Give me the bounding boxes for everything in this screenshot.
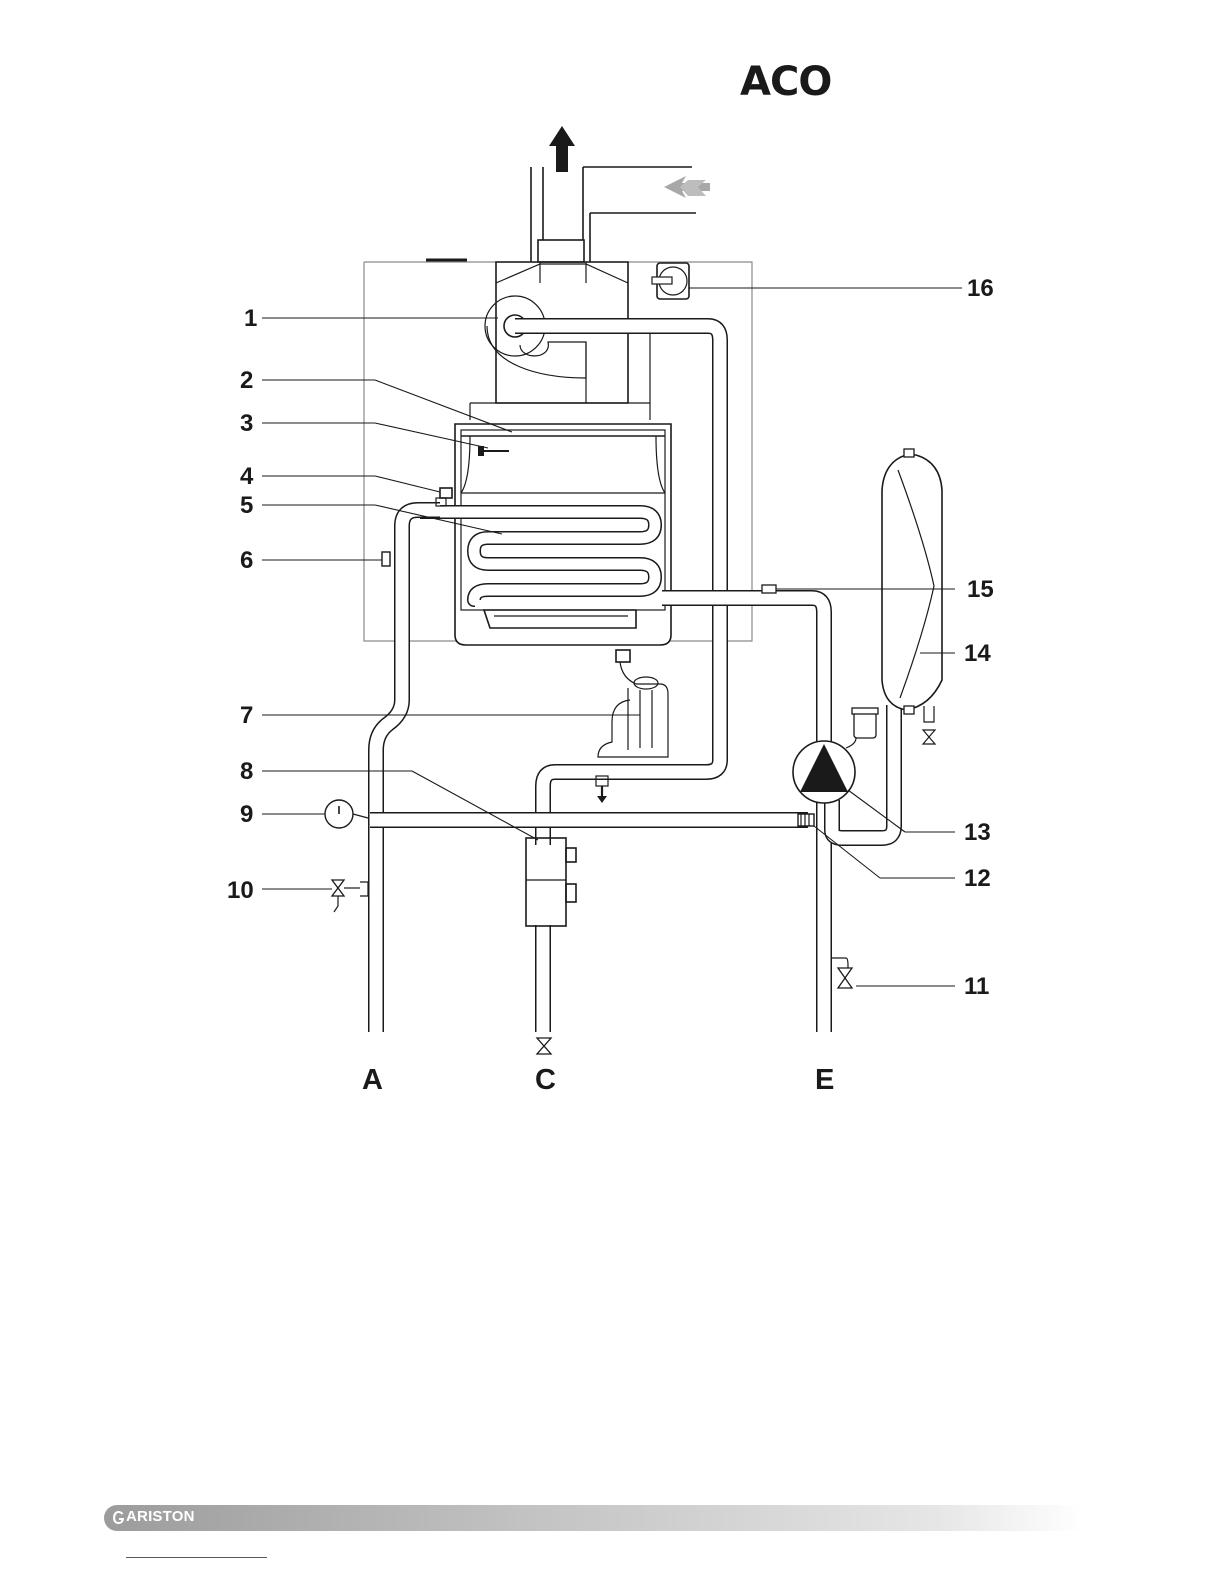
condensate-siphon — [596, 650, 668, 803]
relief-valve — [798, 814, 814, 826]
callout-15: 15 — [967, 576, 994, 603]
fan-housing — [470, 262, 650, 420]
callout-12: 12 — [964, 865, 991, 892]
connection-e-label: E — [815, 1064, 834, 1096]
temperature-sensor — [762, 585, 776, 593]
callout-6: 6 — [240, 547, 253, 574]
callout-3: 3 — [240, 410, 253, 437]
footer-rule — [126, 1557, 267, 1558]
diverter-valve — [526, 838, 576, 926]
callout-11: 11 — [964, 973, 989, 1000]
valve-icon — [332, 880, 368, 912]
up-arrow-icon — [549, 126, 575, 172]
pipework — [370, 326, 894, 1032]
callout-10: 10 — [227, 877, 254, 904]
callout-8: 8 — [240, 758, 253, 785]
callout-13: 13 — [964, 819, 991, 846]
callout-9: 9 — [240, 801, 253, 828]
callout-7: 7 — [240, 702, 253, 729]
callout-5: 5 — [240, 492, 253, 519]
drain-valve-11 — [832, 958, 852, 988]
flame-electrode — [478, 446, 509, 456]
callout-2: 2 — [240, 367, 253, 394]
callout-labels: 1 2 3 4 5 6 7 8 9 10 11 12 13 14 15 16 — [227, 275, 994, 1000]
connection-a-label: A — [362, 1064, 383, 1096]
brand-bar — [104, 1505, 1084, 1531]
callout-16: 16 — [967, 275, 994, 302]
connection-c-label: C — [535, 1064, 556, 1096]
drain-valve-c — [537, 1038, 551, 1054]
pump-triangle-icon — [793, 708, 878, 803]
left-double-arrow-icon — [664, 176, 710, 198]
gauge-icon — [325, 800, 368, 828]
flow-sensor — [382, 552, 390, 566]
expansion-vessel — [882, 449, 942, 744]
callout-4: 4 — [240, 463, 254, 490]
flue-duct — [531, 167, 696, 262]
brand-name: ARISTON — [126, 1508, 195, 1525]
model-title: ACO — [740, 59, 831, 105]
leader-lines — [262, 288, 962, 986]
callout-1: 1 — [244, 305, 257, 332]
callout-14: 14 — [964, 640, 991, 667]
connection-labels: A C E — [362, 1064, 834, 1096]
air-pressure-switch — [652, 263, 689, 299]
ariston-logo-icon — [112, 1510, 125, 1525]
